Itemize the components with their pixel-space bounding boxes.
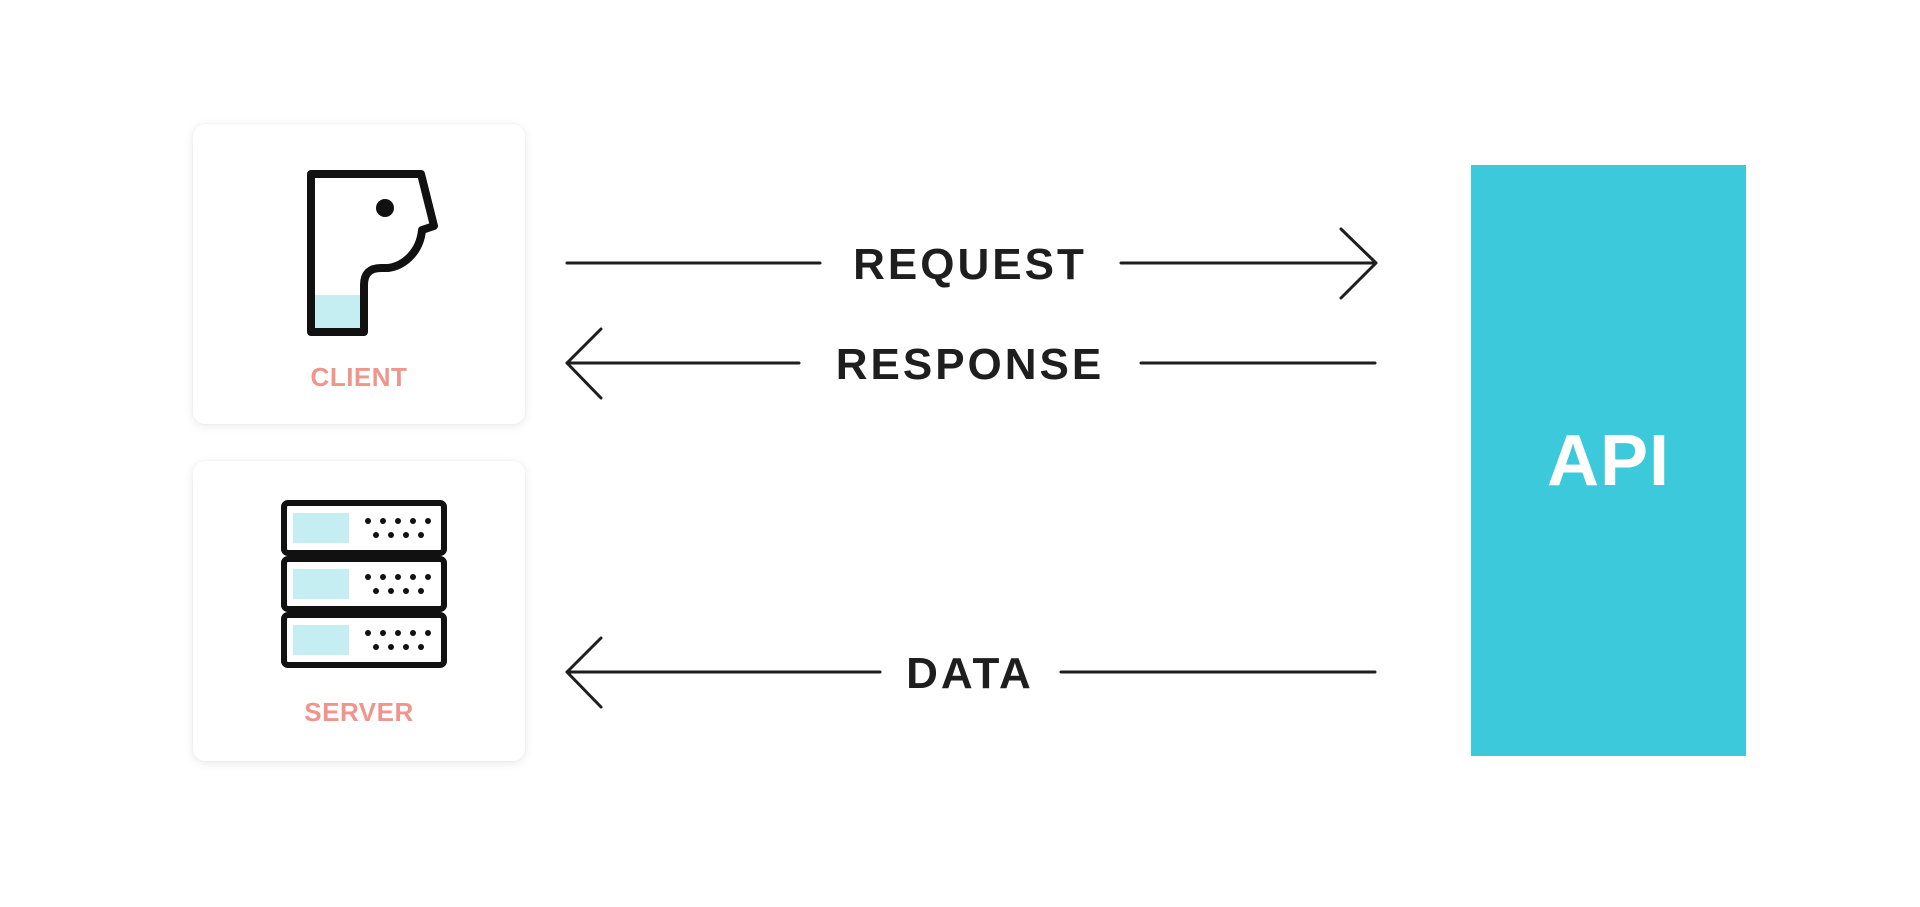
server-unit-3: [281, 612, 447, 668]
response-arrow: [565, 327, 1377, 400]
api-block: API: [1471, 165, 1746, 756]
client-label: CLIENT: [310, 362, 408, 392]
request-label: REQUEST: [853, 240, 1087, 289]
request-arrow: [565, 227, 1378, 300]
server-label: SERVER: [304, 697, 414, 727]
data-arrow: [565, 636, 1377, 709]
person-head-icon: [307, 170, 438, 336]
response-label: RESPONSE: [835, 340, 1105, 389]
data-label: DATA: [906, 649, 1034, 698]
api-label: API: [1546, 420, 1671, 501]
client-card: CLIENT: [193, 124, 525, 424]
server-card: SERVER: [193, 461, 525, 761]
server-unit-1: [281, 500, 447, 556]
server-unit-2: [281, 556, 447, 612]
server-rack-icon: [281, 500, 447, 668]
